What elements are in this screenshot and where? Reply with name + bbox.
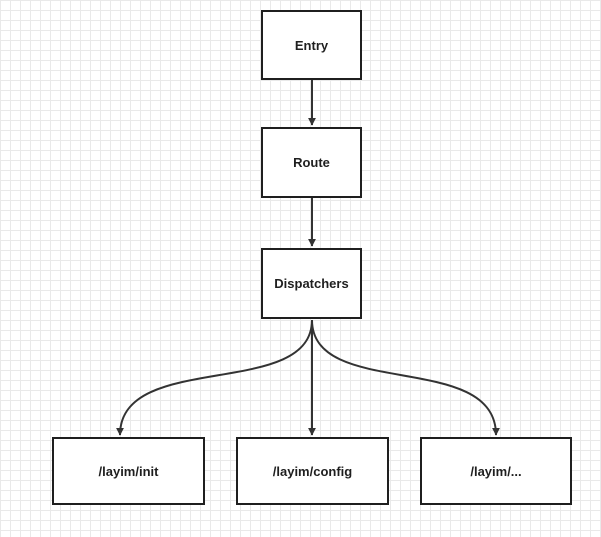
layim-more-label: /layim/... [470, 463, 522, 479]
dispatchers-node[interactable]: Dispatchers [261, 248, 362, 319]
dispatchers-label: Dispatchers [274, 276, 349, 291]
route-label: Route [293, 155, 330, 170]
layim-init-label: /layim/init [98, 463, 159, 479]
entry-label: Entry [294, 37, 329, 53]
layim-init-node[interactable]: /layim/init [52, 437, 205, 505]
arrow-dispatchers-to-init [116, 319, 313, 436]
arrow-dispatchers-to-more [311, 319, 500, 436]
layim-config-node[interactable]: /layim/config [236, 437, 389, 505]
entry-node[interactable]: Entry [261, 10, 362, 80]
layim-config-label: /layim/config [272, 463, 353, 479]
layim-more-node[interactable]: /layim/... [420, 437, 572, 505]
route-node[interactable]: Route [261, 127, 362, 198]
